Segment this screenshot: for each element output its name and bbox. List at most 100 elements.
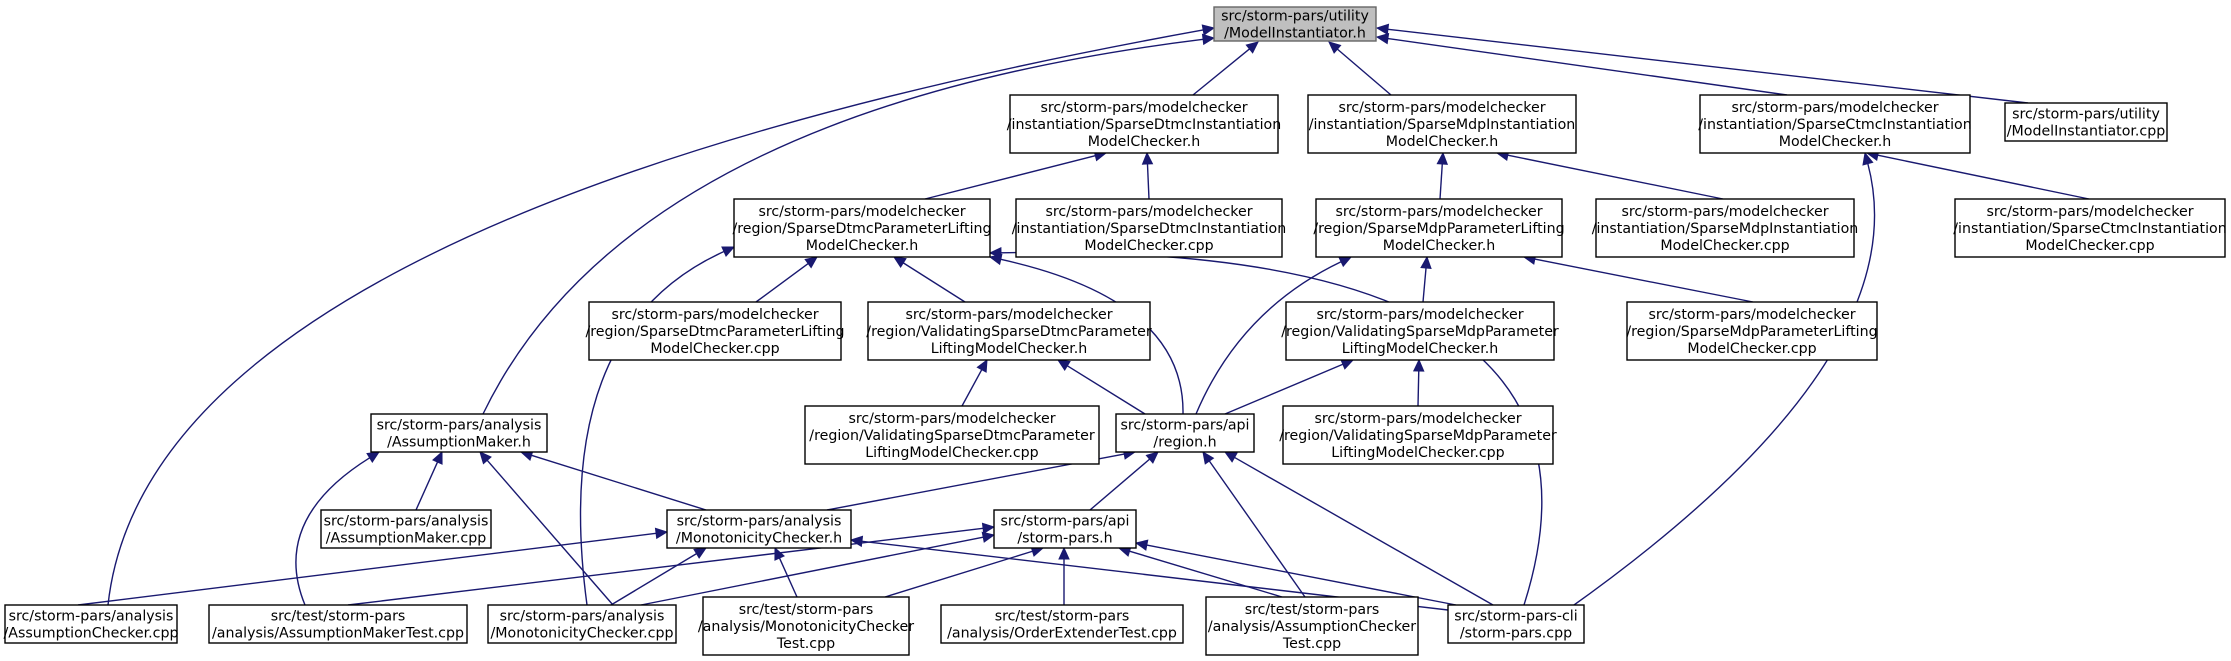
node-box: [1595, 198, 1855, 258]
edge-dtmc_lift_h-to-dtmc_inst_h: [924, 150, 1108, 200]
node-label-line: ModelChecker.h: [806, 238, 919, 254]
node-box: [1115, 413, 1255, 453]
node-mdp-lift-cpp[interactable]: src/storm-pars/modelchecker/region/Spars…: [1626, 301, 1878, 361]
node-dtmc-lift-h[interactable]: src/storm-pars/modelchecker/region/Spars…: [732, 198, 992, 258]
edge-line: [924, 155, 1096, 200]
node-test-mono[interactable]: src/test/storm-pars/analysis/Monotonicit…: [698, 596, 914, 656]
node-label-line: ModelChecker.cpp: [1660, 238, 1789, 254]
edge-mdp_lift_h-to-mdp_inst_h: [1436, 151, 1449, 200]
arrowhead-icon: [1340, 359, 1355, 370]
node-test-order[interactable]: src/test/storm-pars/analysis/OrderExtend…: [940, 604, 1184, 644]
node-label-line: /ModelInstantiator.h: [1224, 26, 1366, 42]
arrowhead-icon: [774, 546, 785, 561]
edge-line: [1336, 48, 1392, 96]
edge-ctmc_inst_h-to-root: [1375, 32, 1788, 96]
node-mi-cpp[interactable]: src/storm-pars/utility/ModelInstantiator…: [2004, 102, 2168, 142]
node-box: [4, 604, 178, 644]
node-val-mdp-h[interactable]: src/storm-pars/modelchecker/region/Valid…: [1281, 301, 1559, 361]
node-box: [1015, 198, 1283, 258]
node-box: [1213, 6, 1377, 42]
node-box: [370, 413, 548, 453]
arrowhead-icon: [693, 547, 708, 559]
node-label-line: ModelChecker.cpp: [650, 341, 779, 357]
node-region-h[interactable]: src/storm-pars/api/region.h: [1115, 413, 1255, 453]
arrowhead-icon: [981, 522, 996, 535]
node-label-line: /region/ValidatingSparseDtmcParameter: [809, 428, 1095, 444]
node-val-dtmc-cpp[interactable]: src/storm-pars/modelchecker/region/Valid…: [804, 405, 1100, 465]
edge-line: [1146, 544, 1457, 606]
edge-line: [1507, 154, 1724, 200]
node-label-line: src/storm-pars/modelchecker: [1731, 100, 1938, 116]
node-label-line: LiftingModelChecker.cpp: [1331, 445, 1504, 461]
node-label-line: src/storm-pars/modelchecker: [1986, 204, 2193, 220]
node-label-line: /instantiation/SparseDtmcInstantiation: [1012, 221, 1286, 237]
arrowhead-icon: [988, 246, 1002, 259]
node-test-assumpmaker[interactable]: src/test/storm-pars/analysis/AssumptionM…: [208, 604, 468, 644]
node-mono-cpp[interactable]: src/storm-pars/analysis/MonotonicityChec…: [487, 604, 677, 644]
node-label-line: /region/ValidatingSparseMdpParameter: [1281, 324, 1559, 340]
arrowhead-icon: [1338, 256, 1353, 268]
node-mono-h[interactable]: src/storm-pars/analysis/MonotonicityChec…: [666, 509, 852, 549]
arrowhead-icon: [1141, 151, 1154, 165]
edge-line: [1192, 48, 1250, 96]
edge-line: [1387, 37, 1788, 96]
node-label-line: /analysis/OrderExtenderTest.cpp: [947, 626, 1177, 642]
arrowhead-icon: [1201, 24, 1216, 36]
node-val-mdp-cpp[interactable]: src/storm-pars/modelchecker/region/Valid…: [1279, 405, 1557, 465]
edge-test_mono-to-stormpars_h: [884, 545, 1045, 598]
arrowhead-icon: [892, 256, 907, 269]
node-dtmc-lift-cpp[interactable]: src/storm-pars/modelchecker/region/Spars…: [585, 301, 845, 361]
node-label-line: /ModelInstantiator.cpp: [2007, 124, 2166, 140]
node-box: [1282, 405, 1554, 465]
arrowhead-icon: [1223, 451, 1238, 463]
node-label-line: /AssumptionChecker.cpp: [4, 626, 179, 642]
node-dtmc-inst-cpp[interactable]: src/storm-pars/modelchecker/instantiatio…: [1012, 198, 1286, 258]
node-mdp-inst-cpp[interactable]: src/storm-pars/modelchecker/instantiatio…: [1592, 198, 1859, 258]
node-mdp-lift-h[interactable]: src/storm-pars/modelchecker/region/Spars…: [1313, 198, 1565, 258]
node-box: [320, 509, 492, 549]
edge-line: [1422, 267, 1427, 303]
arrowhead-icon: [1058, 546, 1070, 560]
edge-line: [415, 461, 439, 511]
node-val-dtmc-h[interactable]: src/storm-pars/modelchecker/region/Valid…: [866, 301, 1152, 361]
node-ctmc-inst-cpp[interactable]: src/storm-pars/modelchecker/instantiatio…: [1953, 198, 2227, 258]
node-assumpchk-cpp[interactable]: src/storm-pars/analysis/AssumptionChecke…: [4, 604, 179, 644]
node-box: [208, 604, 468, 644]
node-ctmc-inst-h[interactable]: src/storm-pars/modelchecker/instantiatio…: [1698, 94, 1972, 154]
node-label-line: src/storm-pars/analysis: [677, 514, 842, 530]
edge-line: [902, 262, 966, 303]
node-label-line: src/test/storm-pars: [1245, 602, 1380, 618]
edge-line: [1439, 163, 1443, 200]
node-label-line: ModelChecker.h: [1386, 134, 1499, 150]
node-label-line: /analysis/AssumptionMakerTest.cpp: [212, 626, 464, 642]
node-assump-h[interactable]: src/storm-pars/analysis/AssumptionMaker.…: [370, 413, 548, 453]
node-box: [1009, 94, 1279, 154]
edge-line: [884, 550, 1033, 598]
node-label-line: ModelChecker.cpp: [1687, 341, 1816, 357]
node-test-assumpchk[interactable]: src/test/storm-pars/analysis/AssumptionC…: [1205, 596, 1419, 656]
edge-mi_cpp-to-root: [1375, 23, 2029, 104]
node-stormpars-h[interactable]: src/storm-pars/api/storm-pars.h: [993, 509, 1137, 549]
node-root[interactable]: src/storm-pars/utility/ModelInstantiator…: [1213, 6, 1377, 42]
arrowhead-icon: [1436, 151, 1449, 165]
edge-cli_cpp-to-stormpars_h: [1134, 539, 1457, 606]
edge-mono_cpp-to-stormpars_h: [640, 531, 996, 606]
arrowhead-icon: [1328, 41, 1342, 54]
node-dtmc-inst-h[interactable]: src/storm-pars/modelchecker/instantiatio…: [1007, 94, 1281, 154]
node-mdp-inst-h[interactable]: src/storm-pars/modelchecker/instantiatio…: [1307, 94, 1577, 154]
arrowhead-icon: [1375, 23, 1390, 36]
arrowhead-icon: [1420, 255, 1432, 269]
node-box: [588, 301, 842, 361]
node-box: [1315, 198, 1563, 258]
node-label-line: src/storm-pars/analysis: [377, 418, 542, 434]
node-assump-cpp[interactable]: src/storm-pars/analysis/AssumptionMaker.…: [320, 509, 492, 549]
edge-line: [482, 38, 1204, 415]
edge-line: [1129, 550, 1283, 598]
node-cli-cpp[interactable]: src/storm-pars-cli/storm-pars.cpp: [1447, 604, 1585, 644]
edge-line: [1234, 456, 1494, 606]
arrowhead-icon: [654, 527, 669, 540]
node-label-line: src/storm-pars/modelchecker: [1045, 204, 1252, 220]
edge-line: [1089, 458, 1151, 511]
edge-dtmc_lift_cpp-to-dtmc_lift_h: [755, 256, 818, 303]
arrowhead-icon: [432, 450, 443, 465]
